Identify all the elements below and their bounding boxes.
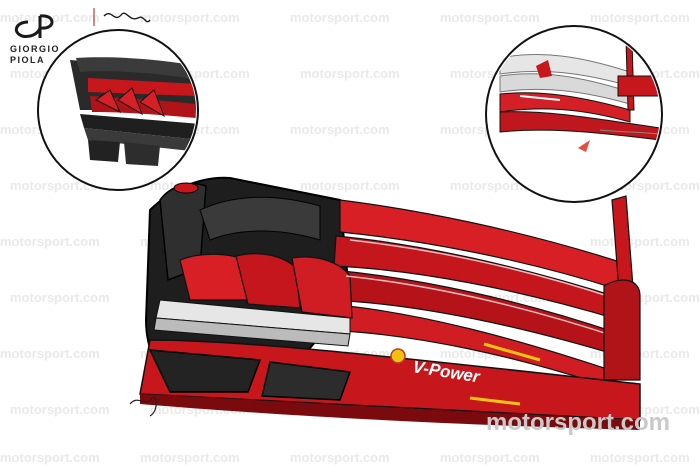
front-wing-main-illustration: V-Power <box>129 176 641 430</box>
watermark-text: motorsport.com <box>440 10 540 25</box>
watermark-text: motorsport.com <box>140 10 240 25</box>
watermark-text: motorsport.com <box>300 178 400 193</box>
left-detail-inset <box>37 29 199 191</box>
watermark-text: motorsport.com <box>140 450 240 465</box>
watermark-text: motorsport.com <box>0 234 100 249</box>
watermark-text: motorsport.com <box>440 450 540 465</box>
watermark-text: motorsport.com <box>0 346 100 361</box>
watermark-text: motorsport.com <box>290 10 390 25</box>
watermark-text: motorsport.com <box>10 402 110 417</box>
watermark-text: motorsport.com <box>290 450 390 465</box>
watermark-text: motorsport.com <box>590 450 690 465</box>
watermark-text: motorsport.com <box>590 10 690 25</box>
giorgio-piola-logo: GIORGIO PIOLA <box>10 8 151 65</box>
logo-line2: PIOLA <box>10 55 45 65</box>
watermark-text: motorsport.com <box>290 122 390 137</box>
logo-line1: GIORGIO <box>10 44 60 54</box>
watermark-large: motorsport.com <box>486 409 670 436</box>
right-detail-inset <box>485 25 663 203</box>
watermark-text: motorsport.com <box>0 450 100 465</box>
watermark-text: motorsport.com <box>10 290 110 305</box>
watermark-text: motorsport.com <box>300 66 400 81</box>
watermark-text: motorsport.com <box>590 234 690 249</box>
